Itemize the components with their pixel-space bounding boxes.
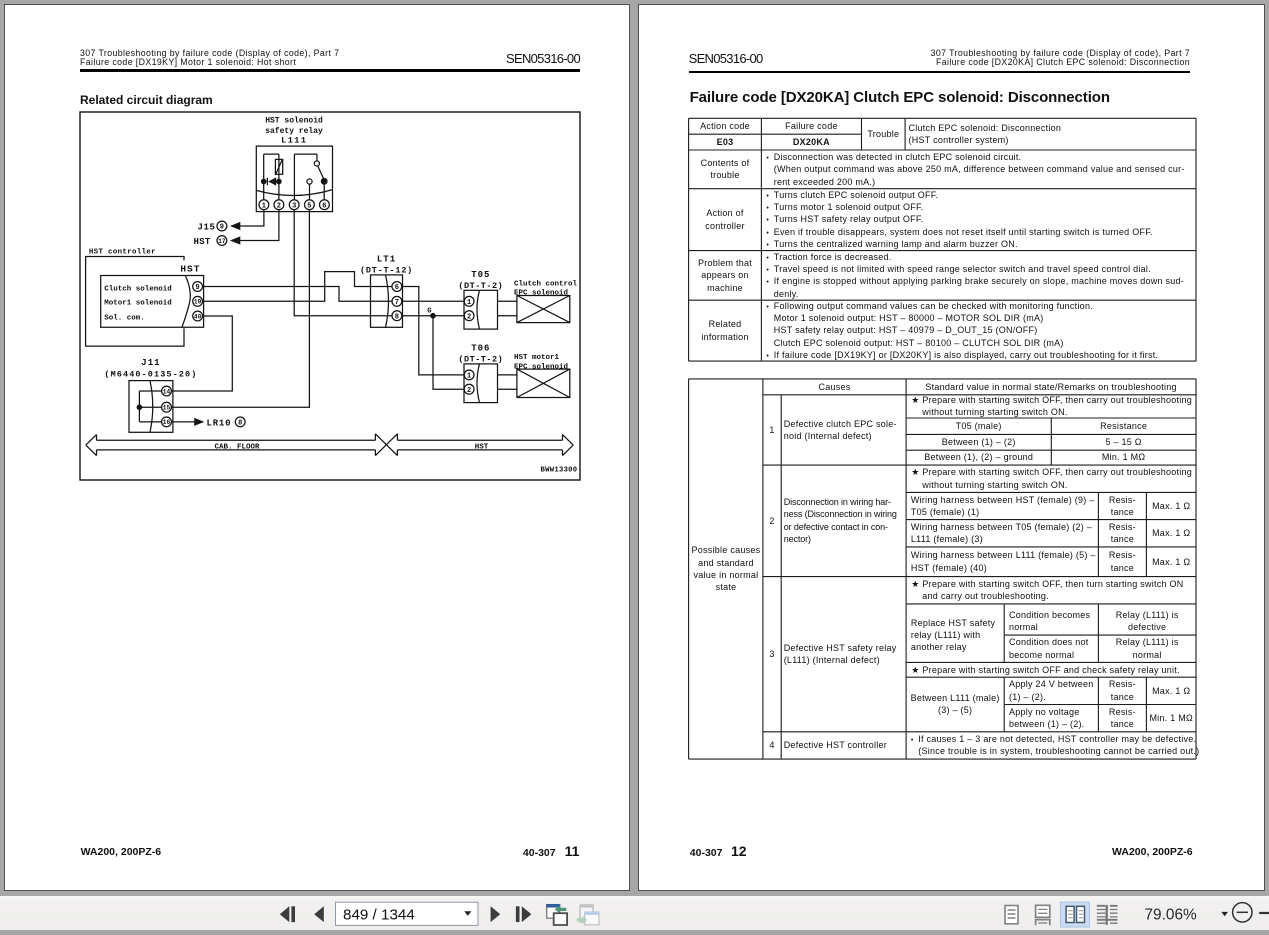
svg-text:BWW13300: BWW13300 xyxy=(541,467,578,475)
svg-text:HST: HST xyxy=(475,444,489,452)
svg-text:7: 7 xyxy=(395,299,399,307)
svg-text:safety relay: safety relay xyxy=(265,127,323,136)
svg-text:8: 8 xyxy=(238,420,242,428)
svg-text:Clutch solenoid: Clutch solenoid xyxy=(104,285,172,293)
svg-text:Clutch control: Clutch control xyxy=(514,280,578,288)
svg-text:15: 15 xyxy=(163,405,171,412)
svg-text:HST solenoid: HST solenoid xyxy=(265,117,323,126)
svg-text:40: 40 xyxy=(194,313,202,320)
svg-text:1: 1 xyxy=(467,299,471,307)
svg-text:Motor1 solenoid: Motor1 solenoid xyxy=(104,300,172,308)
svg-text:(M6440-0135-20): (M6440-0135-20) xyxy=(104,370,197,380)
svg-text:(DT-T-2): (DT-T-2) xyxy=(458,281,503,291)
svg-text:(DT-T-12): (DT-T-12) xyxy=(360,266,413,276)
svg-text:2: 2 xyxy=(467,387,471,395)
svg-text:2: 2 xyxy=(467,313,471,321)
svg-text:2: 2 xyxy=(277,202,281,210)
svg-text:J15: J15 xyxy=(198,222,216,232)
svg-text:9: 9 xyxy=(195,284,199,292)
svg-text:L111: L111 xyxy=(281,136,307,146)
svg-text:(DT-T-2): (DT-T-2) xyxy=(458,354,503,364)
svg-text:Sol. com.: Sol. com. xyxy=(104,314,145,322)
svg-text:HST: HST xyxy=(180,263,200,274)
svg-text:3: 3 xyxy=(292,202,296,210)
svg-text:CAB. FLOOR: CAB. FLOOR xyxy=(214,444,260,452)
svg-text:6: 6 xyxy=(395,284,399,292)
svg-text:HST controller: HST controller xyxy=(89,249,156,257)
svg-text:9: 9 xyxy=(220,224,224,232)
svg-text:19: 19 xyxy=(194,299,202,306)
svg-text:HST motor1: HST motor1 xyxy=(514,354,560,362)
svg-text:8: 8 xyxy=(395,313,399,321)
svg-text:6: 6 xyxy=(322,202,326,210)
svg-text:T05: T05 xyxy=(471,270,490,280)
svg-text:J11: J11 xyxy=(141,358,160,368)
svg-text:LT1: LT1 xyxy=(377,254,396,264)
svg-text:16: 16 xyxy=(163,419,171,426)
svg-text:17: 17 xyxy=(218,238,226,245)
svg-text:5: 5 xyxy=(307,202,311,210)
svg-text:HST: HST xyxy=(194,237,211,247)
svg-text:79.06%: 79.06% xyxy=(1145,907,1198,924)
svg-text:G: G xyxy=(427,308,431,316)
svg-text:LR10: LR10 xyxy=(207,418,232,428)
svg-text:1: 1 xyxy=(467,373,471,381)
svg-text:1: 1 xyxy=(262,202,266,210)
svg-text:14: 14 xyxy=(163,388,171,395)
svg-text:EPC solenoid: EPC solenoid xyxy=(514,290,568,298)
svg-text:EPC solenoid: EPC solenoid xyxy=(514,364,568,372)
svg-text:T06: T06 xyxy=(471,344,490,354)
svg-text:849 / 1344: 849 / 1344 xyxy=(343,906,415,923)
